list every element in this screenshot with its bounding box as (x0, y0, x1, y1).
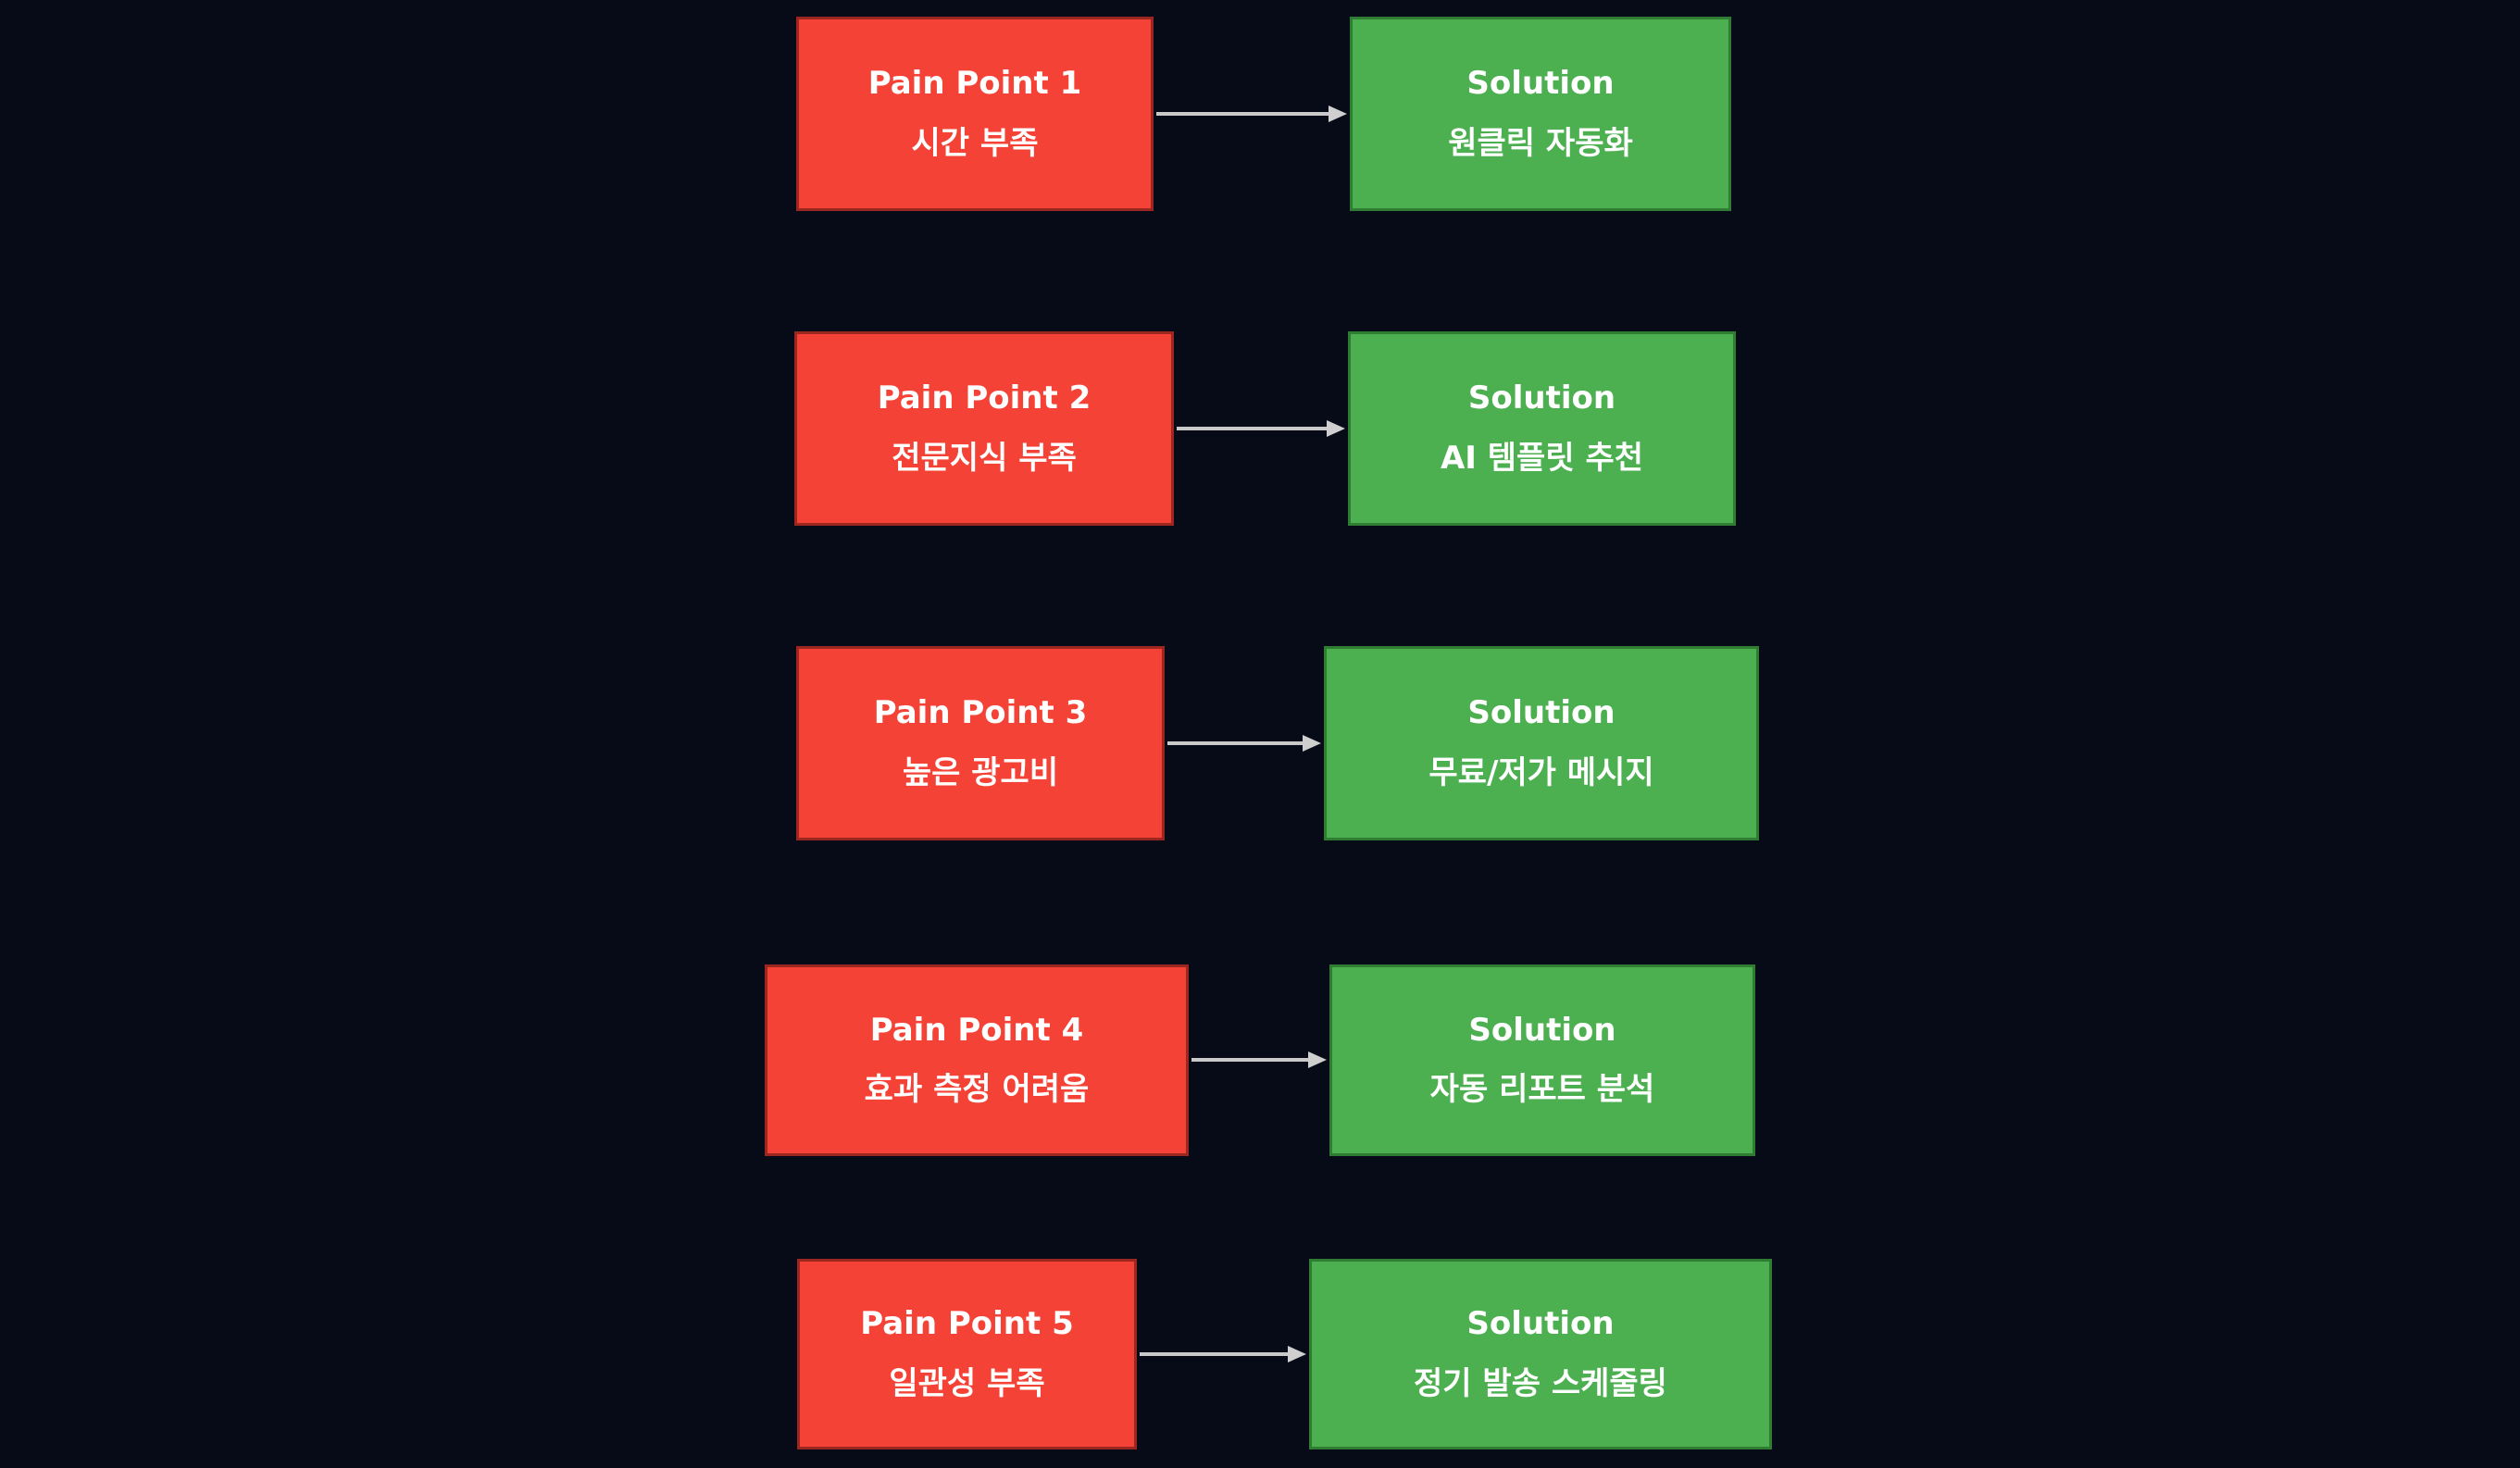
solution-box-5: Solution 정기 발송 스케줄링 (1309, 1259, 1772, 1449)
pain-point-box-3: Pain Point 3 높은 광고비 (796, 646, 1165, 840)
arrow-head (1303, 735, 1321, 752)
solution-box-2: Solution AI 템플릿 추천 (1348, 331, 1736, 526)
arrow-head (1329, 106, 1347, 122)
solution-box-4: Solution 자동 리포트 분석 (1329, 964, 1755, 1156)
arrow-icon-4 (1191, 1051, 1327, 1068)
pain-point-box-4: Pain Point 4 효과 측정 어려움 (765, 964, 1189, 1156)
arrow-shaft (1177, 427, 1332, 430)
box-label: 일관성 부족 (889, 1364, 1045, 1402)
pain-point-box-2: Pain Point 2 전문지식 부족 (794, 331, 1174, 526)
arrow-shaft (1167, 741, 1308, 745)
arrow-icon-2 (1177, 420, 1345, 437)
arrow-shaft (1191, 1058, 1314, 1062)
box-label: 시간 부족 (911, 124, 1039, 162)
arrow-shaft (1140, 1352, 1293, 1356)
pain-point-box-5: Pain Point 5 일관성 부족 (797, 1259, 1137, 1449)
box-title: Solution (1467, 694, 1616, 732)
arrow-head (1327, 420, 1345, 437)
box-label: 효과 측정 어려움 (864, 1071, 1090, 1108)
box-label: 전문지식 부족 (892, 439, 1077, 477)
box-title: Pain Point 3 (873, 694, 1088, 732)
box-title: Pain Point 2 (877, 379, 1092, 417)
box-label: 높은 광고비 (902, 753, 1059, 791)
box-title: Solution (1466, 1305, 1615, 1343)
solution-box-1: Solution 원클릭 자동화 (1350, 17, 1731, 211)
pain-point-box-1: Pain Point 1 시간 부족 (796, 17, 1154, 211)
arrow-icon-1 (1156, 106, 1347, 122)
arrow-icon-3 (1167, 735, 1321, 752)
arrow-shaft (1156, 112, 1334, 116)
box-title: Pain Point 5 (860, 1305, 1074, 1343)
box-title: Solution (1467, 379, 1616, 417)
box-title: Solution (1466, 65, 1615, 103)
box-label: 원클릭 자동화 (1448, 124, 1633, 162)
box-title: Pain Point 4 (869, 1011, 1084, 1049)
box-label: 무료/저가 메시지 (1428, 753, 1654, 791)
box-label: 자동 리포트 분석 (1429, 1071, 1655, 1108)
arrow-head (1308, 1051, 1327, 1068)
arrow-head (1288, 1346, 1306, 1362)
box-title: Pain Point 1 (867, 65, 1082, 103)
box-label: AI 템플릿 추천 (1440, 439, 1644, 477)
box-title: Solution (1468, 1011, 1616, 1049)
arrow-icon-5 (1140, 1346, 1306, 1362)
solution-box-3: Solution 무료/저가 메시지 (1324, 646, 1759, 840)
box-label: 정기 발송 스케줄링 (1414, 1364, 1667, 1402)
